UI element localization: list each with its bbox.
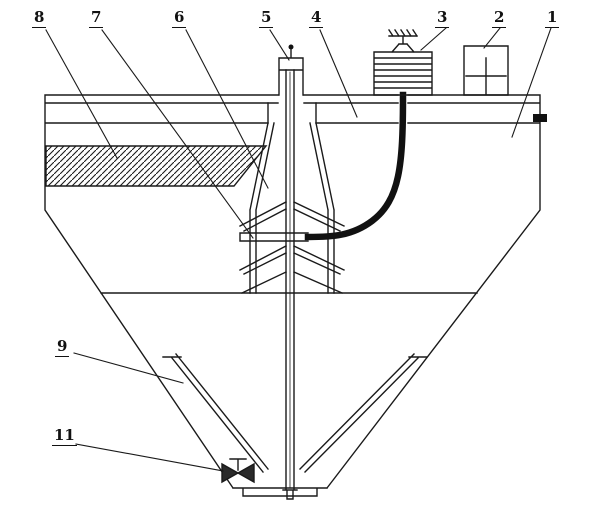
part-label-1: 1: [545, 8, 560, 28]
leader-line-2: [483, 27, 501, 49]
feed-pipe-outlet: [239, 232, 309, 242]
shaft-lines: [282, 69, 298, 500]
valve-stem: [229, 458, 247, 471]
leader-line-5: [269, 29, 290, 61]
part-label-2: 2: [492, 8, 507, 28]
control-box-outline: [463, 45, 509, 96]
feedwell: [249, 102, 335, 294]
part-label-7: 7: [89, 8, 104, 28]
shaft-top-knob: [288, 44, 294, 50]
baffle-cones-lines: [239, 201, 345, 294]
hatched-layer-shape: [45, 145, 268, 187]
baffle-cones: [239, 201, 345, 294]
part-label-9: 9: [55, 337, 70, 357]
part-label-6: 6: [172, 8, 187, 28]
feed-pipe: [239, 91, 407, 242]
part-label-5: 5: [259, 8, 274, 28]
leader-line-11: [75, 443, 224, 472]
leader-line-7: [101, 29, 254, 239]
inner-cone-lines: [162, 353, 428, 473]
control-box: [463, 45, 509, 96]
leader-line-1: [511, 27, 552, 138]
motor-outline: [373, 29, 433, 96]
shaft-top-assembly: [278, 49, 304, 96]
feed-pipe-curve: [304, 91, 407, 241]
leader-line-6: [185, 29, 269, 189]
feedwell-outline: [249, 102, 335, 294]
part-label-4: 4: [309, 8, 324, 28]
right-wall-fitting: [533, 114, 547, 122]
part-label-3: 3: [435, 8, 450, 28]
valve-left-wing: [221, 462, 240, 484]
leader-line-9: [73, 352, 184, 384]
center-shaft: [278, 44, 304, 500]
part-label-8: 8: [32, 8, 47, 28]
leader-line-3: [420, 27, 447, 51]
hatched-layer: [45, 145, 268, 187]
leader-line-8: [45, 29, 118, 159]
tank-body: [44, 94, 547, 497]
leader-line-4: [319, 29, 358, 118]
leader-lines: [45, 27, 552, 472]
tank-outline: [44, 94, 541, 497]
valve-right-wing: [236, 462, 255, 484]
motor-assembly: [373, 29, 433, 96]
bottom-valve: [221, 458, 255, 484]
part-label-11: 11: [52, 426, 77, 446]
inner-cone: [162, 353, 428, 473]
